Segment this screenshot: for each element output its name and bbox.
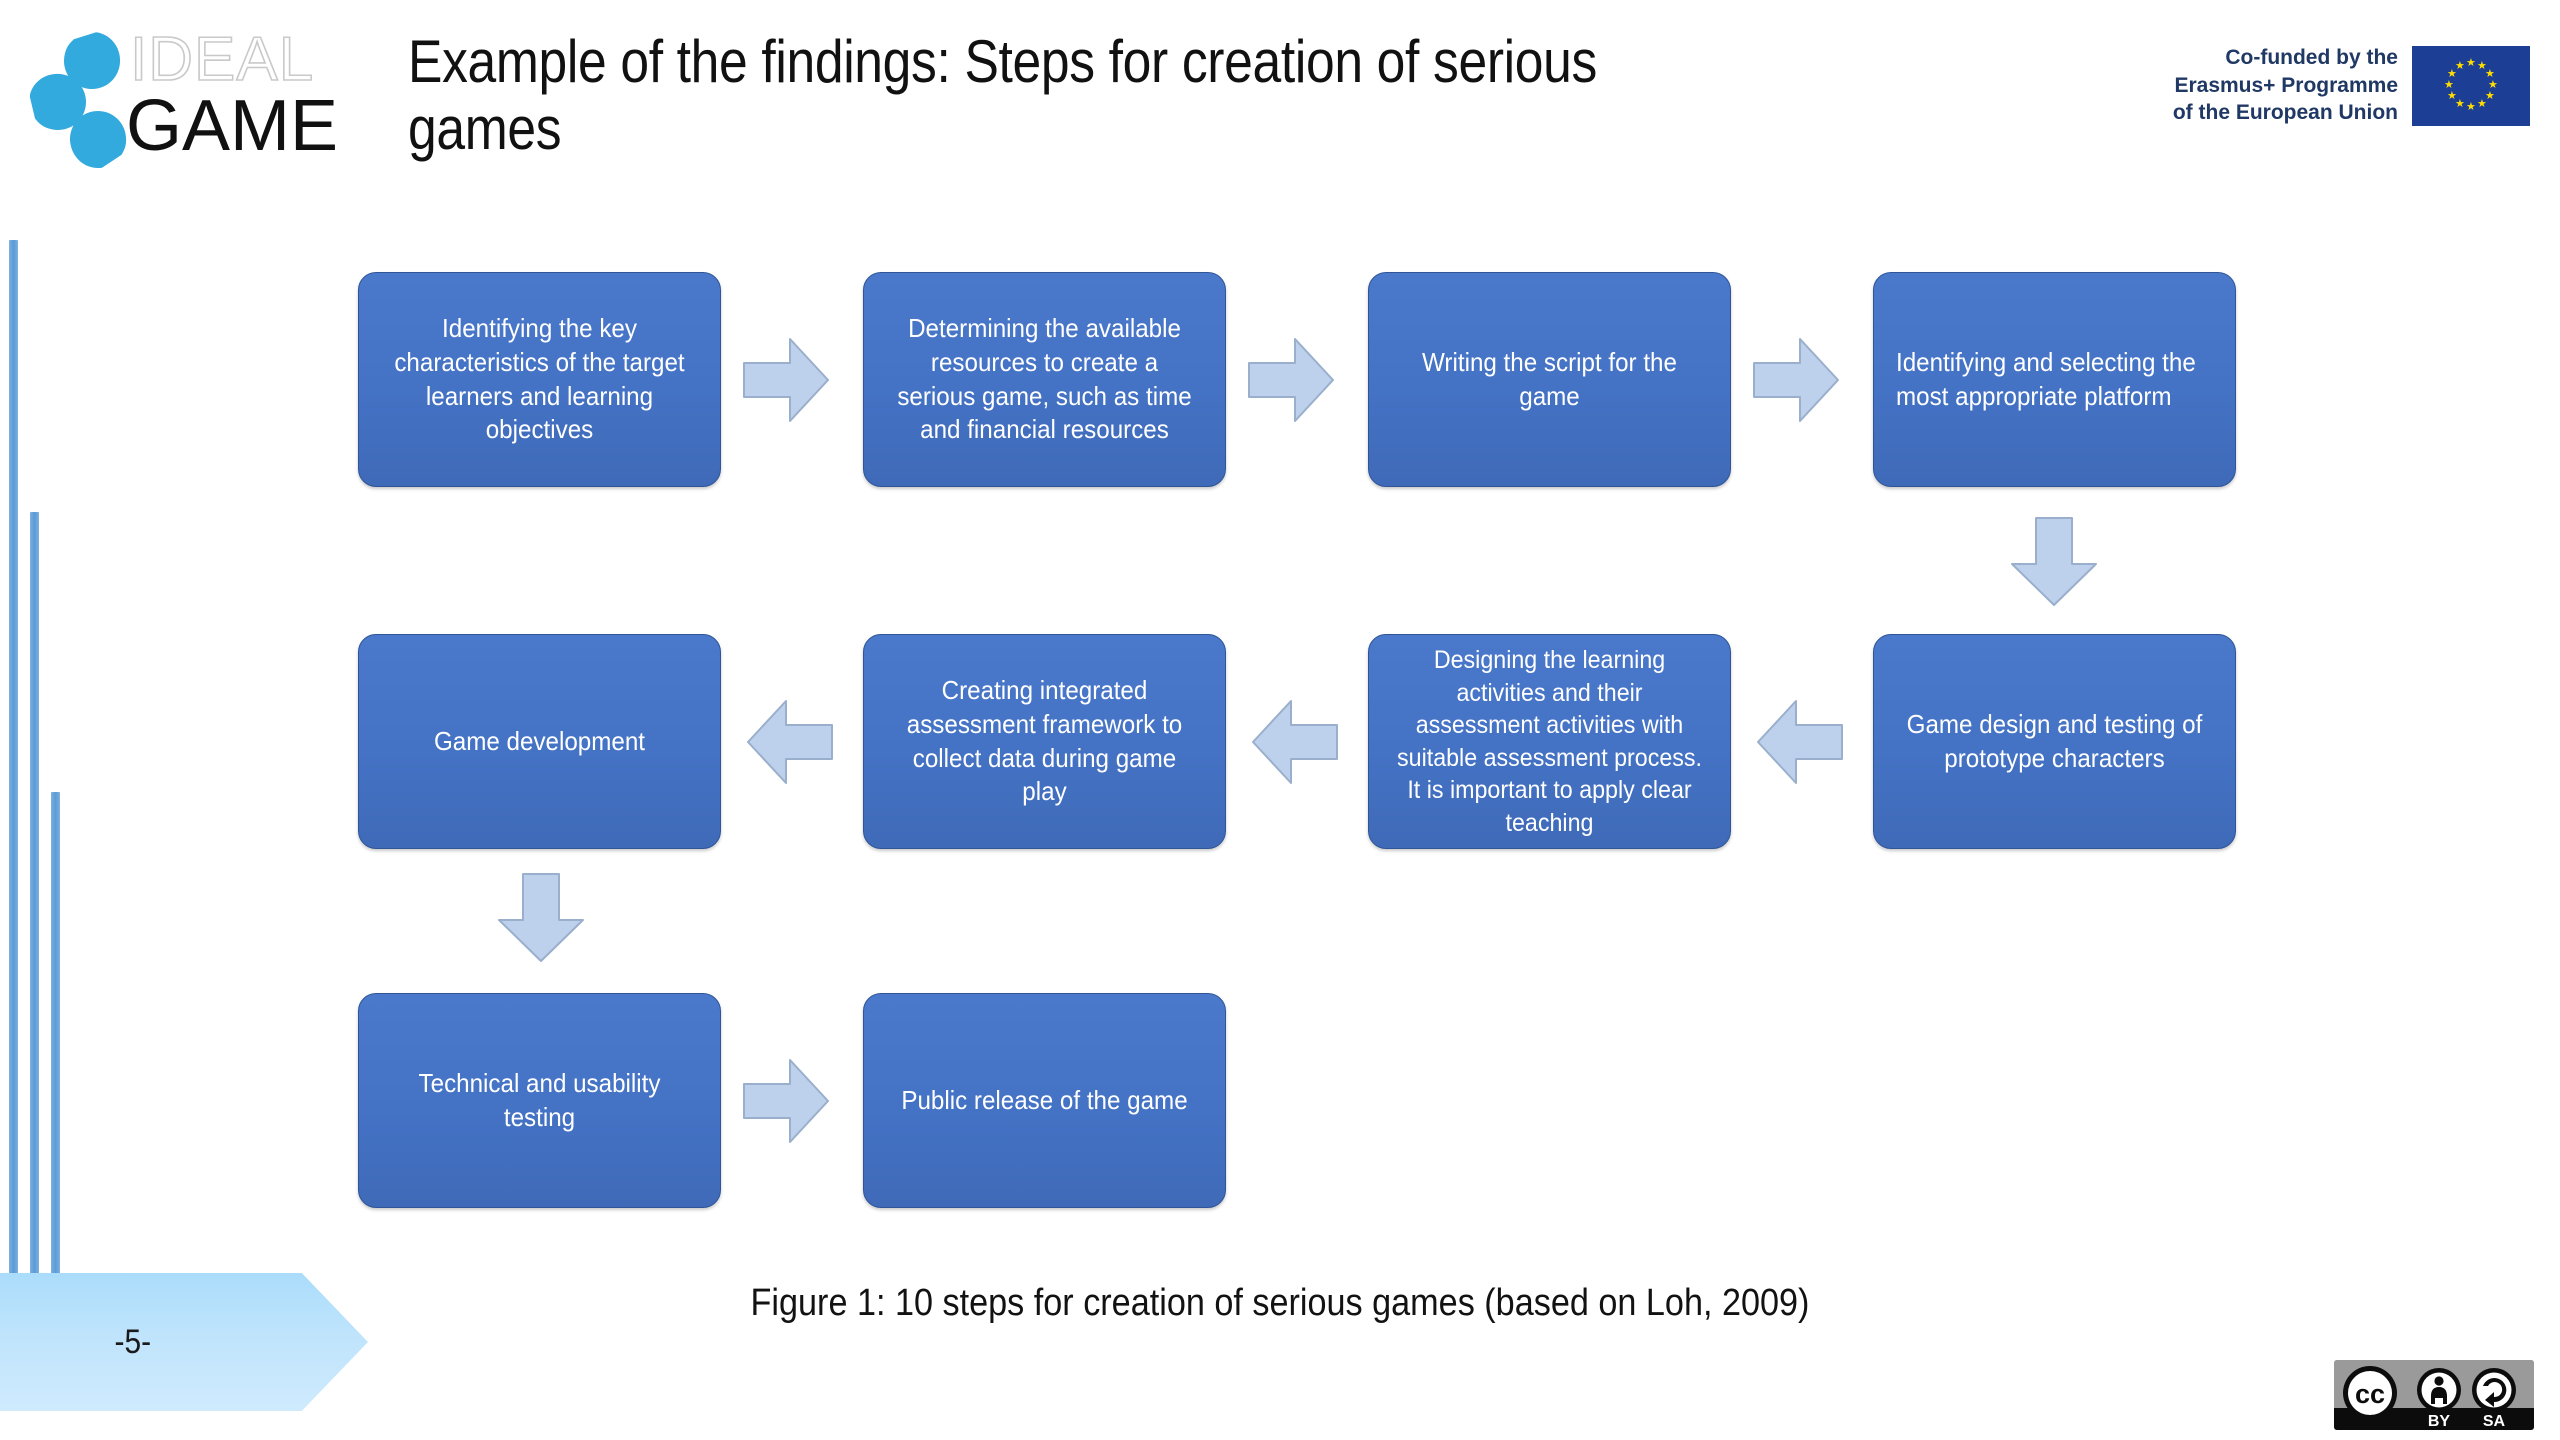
eu-star-icon: ★ (2485, 67, 2495, 80)
flow-node-label: Game design and testing of prototype cha… (1906, 708, 2203, 773)
flow-node-step-9[interactable]: Technical and usability testing (358, 993, 721, 1208)
creative-commons-license-badge[interactable]: cc BY SA (2334, 1360, 2534, 1430)
ideal-game-logo: IDEAL GAME (30, 18, 360, 168)
eu-star-icon: ★ (2466, 56, 2476, 69)
flow-arrow-right-3 (1752, 335, 1840, 425)
eu-star-icon: ★ (2466, 100, 2476, 113)
flow-arrow-down-1 (2008, 516, 2100, 608)
decorative-bar-3 (51, 792, 60, 1275)
flow-arrow-right-4 (742, 1056, 830, 1146)
flow-arrow-left-1 (1756, 697, 1844, 787)
flow-node-step-3[interactable]: Writing the script for the game (1368, 272, 1731, 487)
eu-funding-line-3: of the European Union (2172, 101, 2398, 125)
flow-node-step-2[interactable]: Determining the available resources to c… (863, 272, 1226, 487)
flow-node-label: Creating integrated assessment framework… (906, 674, 1183, 807)
eu-star-icon: ★ (2446, 67, 2457, 80)
eu-funding-text: Co-funded by the Erasmus+ Programme of t… (2173, 44, 2398, 127)
cc-by-label: BY (2428, 1413, 2451, 1430)
flow-node-label: Identifying and selecting the most appro… (1896, 346, 2196, 411)
european-union-flag-icon: ★★★★★★★★★★★★ (2412, 45, 2530, 126)
flow-node-step-7[interactable]: Creating integrated assessment framework… (863, 634, 1226, 849)
flow-arrow-right-1 (742, 335, 830, 425)
flow-node-step-1[interactable]: Identifying the key characteristics of t… (358, 272, 721, 487)
flow-node-label: Game development (433, 725, 646, 756)
figure-caption: Figure 1: 10 steps for creation of serio… (750, 1282, 1810, 1324)
flow-node-label: Designing the learning activities and th… (1397, 646, 1702, 837)
flow-node-step-5[interactable]: Game design and testing of prototype cha… (1873, 634, 2236, 849)
flow-arrow-right-2 (1247, 335, 1335, 425)
decorative-bar-1 (9, 240, 18, 1275)
page-number: -5- (114, 1322, 152, 1361)
flow-node-label: Public release of the game (901, 1084, 1188, 1115)
eu-star-icon: ★ (2444, 78, 2454, 91)
eu-star-icon: ★ (2477, 59, 2487, 72)
decorative-bar-2 (30, 512, 39, 1275)
eu-funding-logo: Co-funded by the Erasmus+ Programme of t… (2173, 44, 2530, 127)
cc-sa-label: SA (2483, 1413, 2506, 1430)
flow-node-label: Technical and usability testing (418, 1067, 661, 1132)
flow-node-step-6[interactable]: Designing the learning activities and th… (1368, 634, 1731, 849)
flow-arrow-left-2 (1251, 697, 1339, 787)
flow-node-label: Determining the available resources to c… (897, 312, 1192, 445)
flow-arrow-left-3 (746, 697, 834, 787)
flow-node-step-8[interactable]: Game development (358, 634, 721, 849)
page-number-band: -5- (0, 1273, 368, 1411)
flow-node-step-10[interactable]: Public release of the game (863, 993, 1226, 1208)
eu-star-icon: ★ (2455, 59, 2465, 72)
page-title: Example of the findings: Steps for creat… (408, 28, 1597, 163)
svg-text:cc: cc (2355, 1379, 2385, 1409)
eu-star-icon: ★ (2455, 97, 2465, 110)
flow-node-label: Writing the script for the game (1422, 346, 1677, 411)
flow-arrow-down-2 (495, 872, 587, 964)
eu-star-icon: ★ (2446, 89, 2457, 102)
flow-node-step-4[interactable]: Identifying and selecting the most appro… (1873, 272, 2236, 487)
eu-star-icon: ★ (2485, 89, 2495, 102)
flow-node-label: Identifying the key characteristics of t… (394, 312, 685, 445)
svg-text:IDEAL: IDEAL (130, 25, 314, 94)
eu-funding-line-1: Co-funded by the (2225, 46, 2398, 69)
eu-star-icon: ★ (2477, 97, 2487, 110)
eu-star-icon: ★ (2488, 78, 2498, 91)
svg-text:GAME: GAME (126, 86, 338, 166)
eu-funding-line-2: Erasmus+ Programme (2174, 73, 2398, 97)
